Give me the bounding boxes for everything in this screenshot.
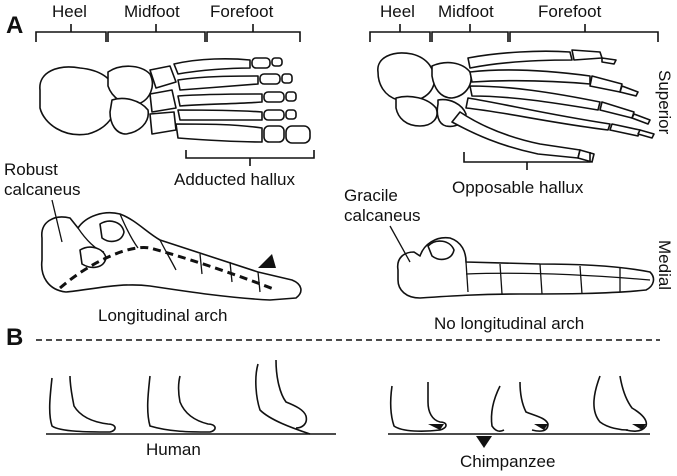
human-gait-sequence — [46, 359, 336, 435]
superior-view-label: Superior — [655, 70, 674, 135]
human-heel-label: Heel — [52, 2, 87, 21]
chimp-gait-label: Chimpanzee — [460, 452, 556, 471]
longitudinal-arch-label: Longitudinal arch — [98, 306, 228, 325]
gracile-calcaneus-label: calcaneus — [344, 206, 421, 225]
adducted-hallux-label: Adducted hallux — [174, 170, 295, 189]
human-foot-superior — [39, 57, 311, 144]
human-gait-label: Human — [146, 440, 201, 459]
opposable-hallux-label: Opposable hallux — [452, 178, 584, 197]
chimp-forefoot-label: Forefoot — [538, 2, 602, 21]
chimp-gait-sequence — [388, 375, 650, 448]
no-longitudinal-arch-label: No longitudinal arch — [434, 314, 585, 333]
chimp-hallux-bracket — [463, 152, 591, 170]
chimp-foot-medial — [396, 236, 655, 299]
chimp-midfoot-label: Midfoot — [438, 2, 494, 21]
gracile-calcaneus-pointer — [389, 225, 411, 263]
human-forefoot-label: Forefoot — [210, 2, 274, 21]
chimp-region-brackets — [369, 24, 659, 42]
gait-arrowhead — [476, 436, 492, 448]
chimp-foot-superior — [377, 49, 655, 163]
human-foot-medial — [40, 212, 302, 301]
human-midfoot-label: Midfoot — [124, 2, 180, 21]
gracile-label: Gracile — [344, 186, 398, 205]
arch-arrowhead — [258, 254, 276, 268]
panel-label-a: A — [6, 12, 24, 39]
human-region-brackets — [35, 24, 301, 42]
chimp-heel-label: Heel — [380, 2, 415, 21]
human-hallux-bracket — [185, 150, 315, 166]
robust-calcaneus-pointer — [51, 199, 63, 243]
robust-calcaneus-label: calcaneus — [4, 180, 81, 199]
robust-label: Robust — [4, 160, 58, 179]
panel-label-b: B — [6, 324, 24, 351]
medial-view-label: Medial — [655, 240, 674, 291]
